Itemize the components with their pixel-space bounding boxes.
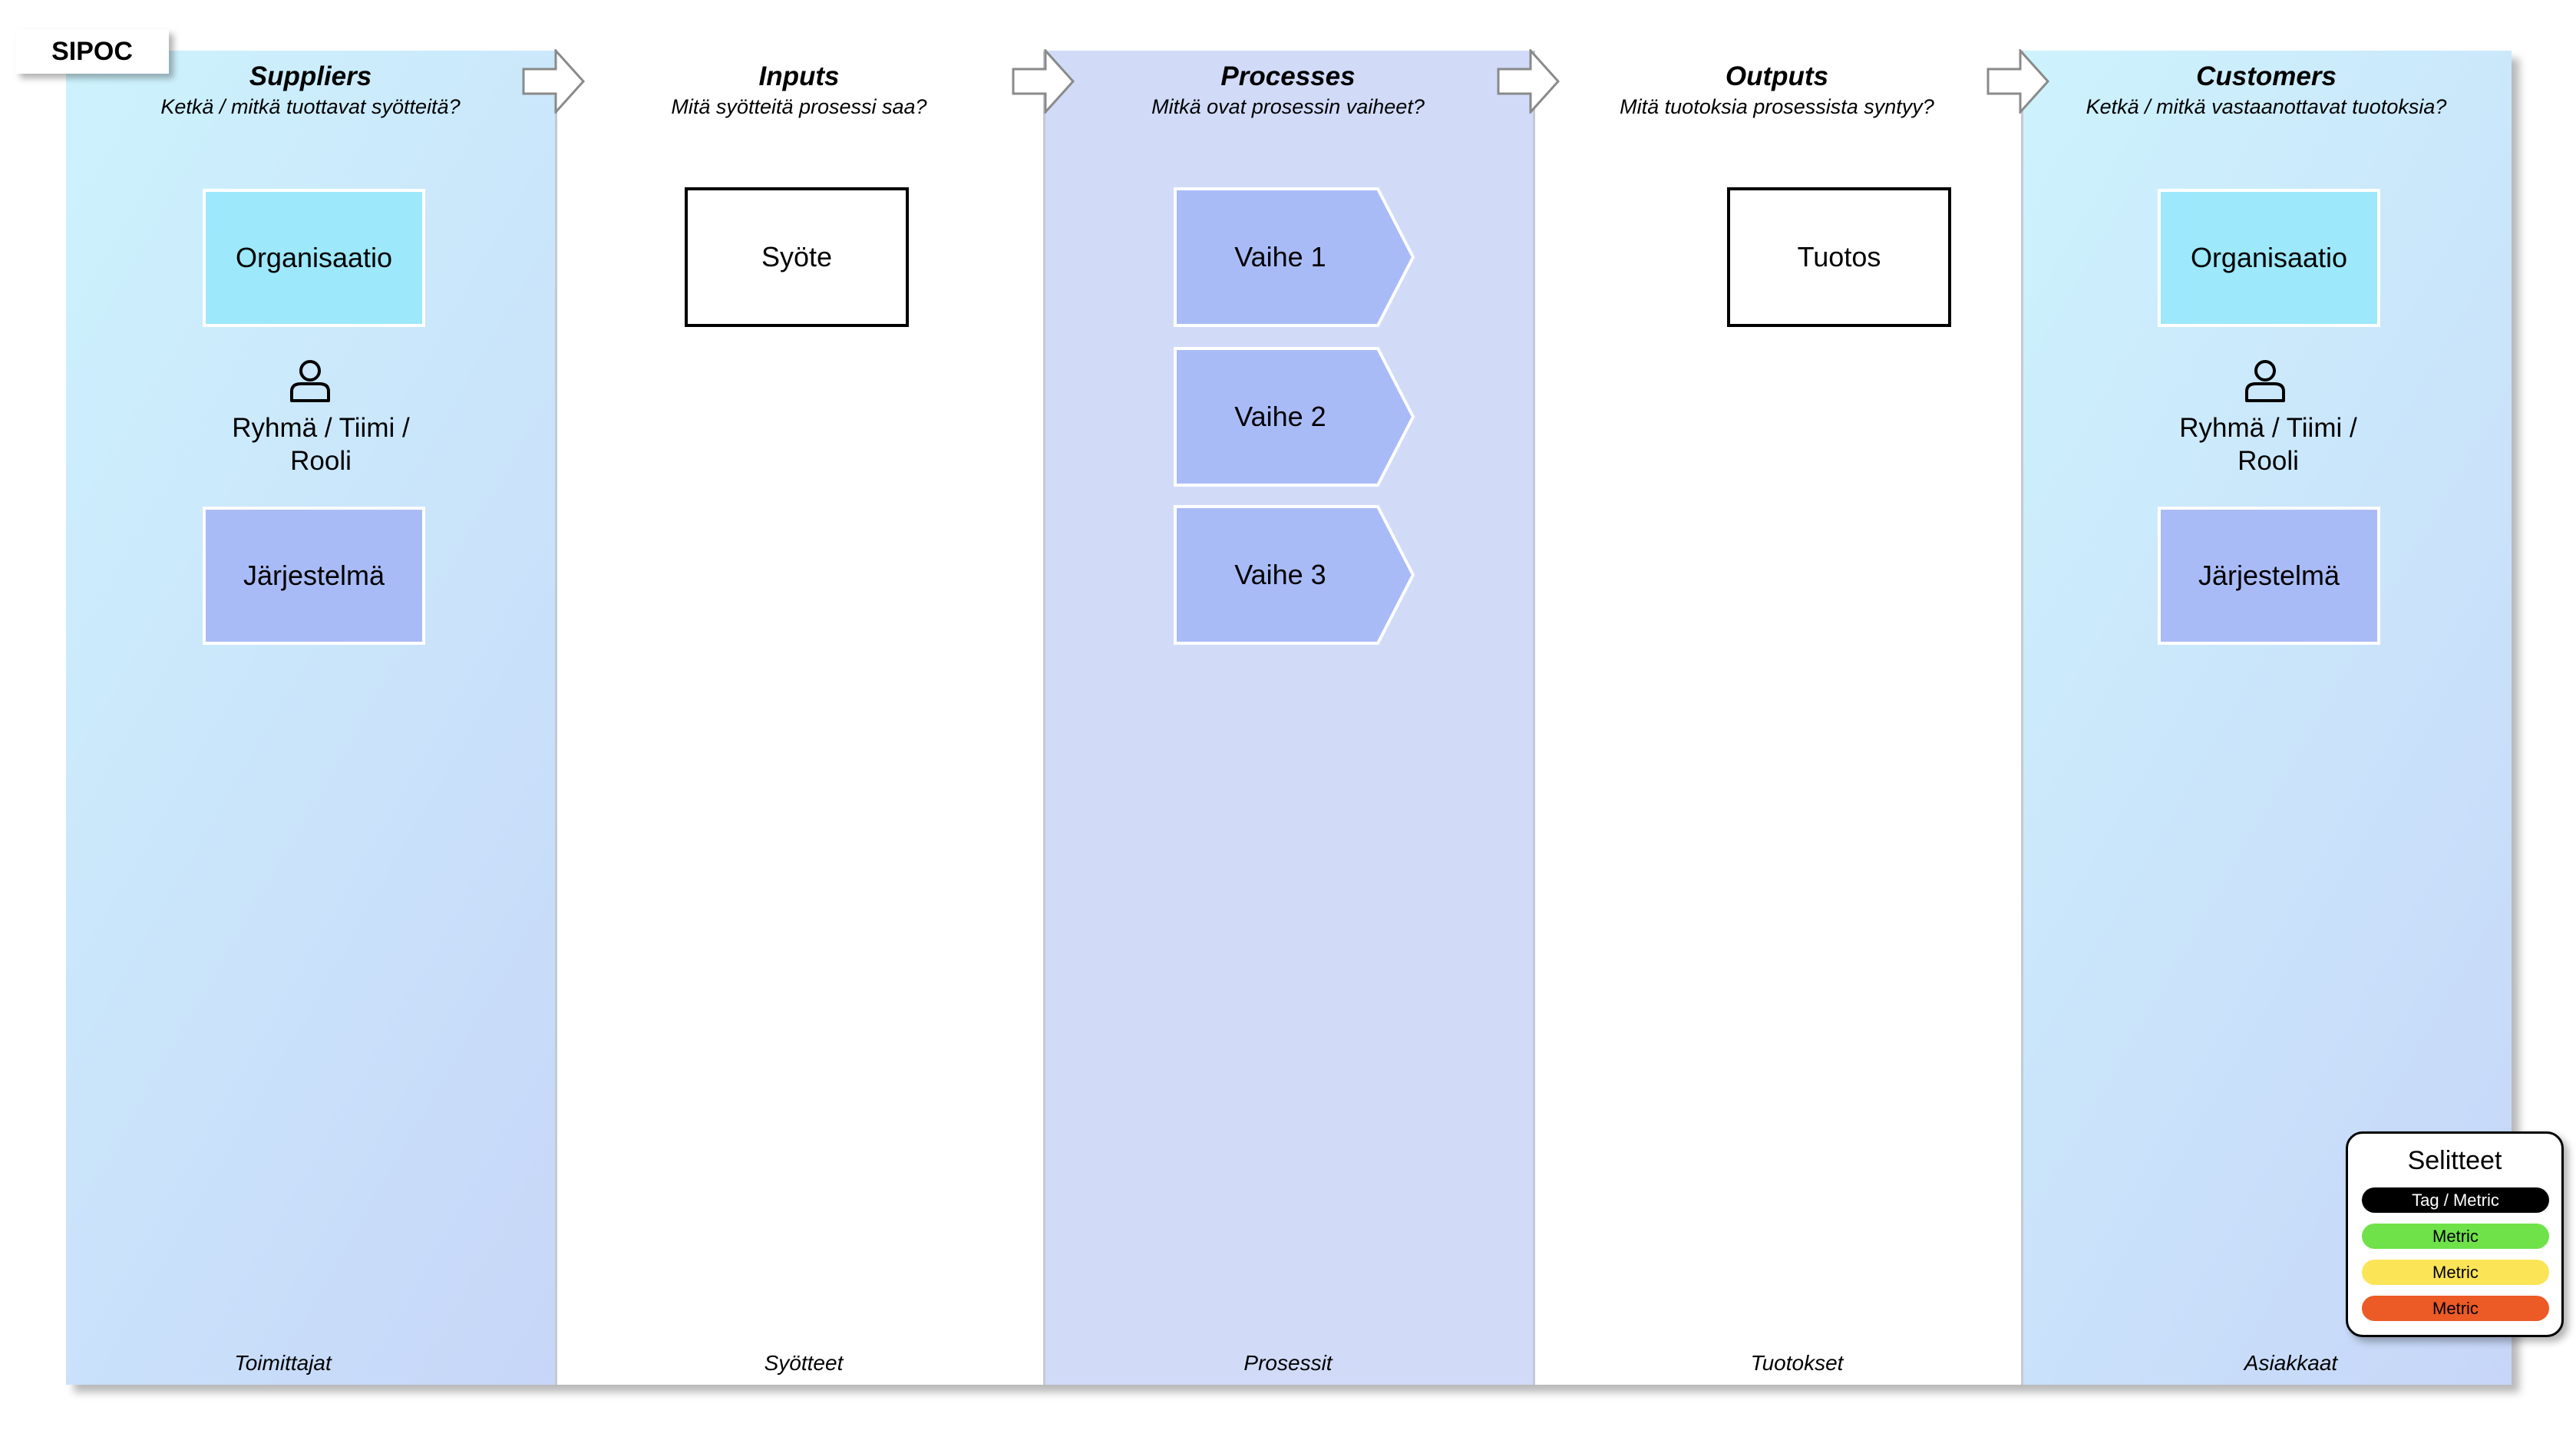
process-step[interactable]: Vaihe 3 [1174, 505, 1416, 645]
process-step-label: Vaihe 1 [1234, 241, 1326, 272]
customer-role-label: Ryhmä / Tiimi / Rooli [2179, 413, 2357, 476]
legend-title: Selitteet [2407, 1146, 2502, 1175]
column-divider [555, 51, 557, 1385]
flow-arrow-icon [1012, 49, 1075, 114]
supplier-organisation-box[interactable]: Organisaatio [203, 189, 425, 327]
inputs-title: Inputs [758, 61, 840, 91]
customer-organisation-box[interactable]: Organisaatio [2158, 189, 2380, 327]
outputs-subtitle: Mitä tuotoksia prosessista syntyy? [1620, 95, 1934, 118]
process-step-label: Vaihe 3 [1234, 559, 1326, 590]
customer-system-box[interactable]: Järjestelmä [2158, 507, 2380, 645]
processes-subtitle: Mitkä ovat prosessin vaiheet? [1151, 95, 1425, 118]
suppliers-title: Suppliers [249, 61, 372, 91]
legend-pill-yellow: Metric [2362, 1260, 2549, 1285]
legend-box: Selitteet Tag / Metric Metric Metric Met… [2346, 1131, 2564, 1337]
step-shape [1174, 187, 1415, 327]
processes-column: Processes Mitkä ovat prosessin vaiheet? … [1043, 51, 1533, 1385]
sipoc-board: Suppliers Ketkä / mitkä tuottavat syötte… [66, 51, 2512, 1385]
outputs-footer: Tuotokset [1750, 1351, 1844, 1375]
flow-arrow-icon [1497, 49, 1560, 114]
suppliers-column: Suppliers Ketkä / mitkä tuottavat syötte… [66, 51, 555, 1385]
input-box[interactable]: Syöte [685, 187, 909, 327]
column-divider [1043, 51, 1045, 1385]
flow-arrow-icon [522, 49, 585, 114]
outputs-title: Outputs [1725, 61, 1829, 91]
supplier-system-box[interactable]: Järjestelmä [203, 507, 425, 645]
process-step[interactable]: Vaihe 1 [1174, 187, 1416, 327]
legend-pill-red: Metric [2362, 1296, 2549, 1321]
flow-arrow-icon [1986, 49, 2049, 114]
inputs-column: Inputs Mitä syötteitä prosessi saa? Syöt… [555, 51, 1043, 1385]
inputs-subtitle: Mitä syötteitä prosessi saa? [671, 95, 927, 118]
outputs-column: Outputs Mitä tuotoksia prosessista synty… [1533, 51, 2021, 1385]
person-icon [290, 360, 330, 402]
customers-title: Customers [2196, 61, 2337, 91]
legend-pill-green: Metric [2362, 1224, 2549, 1249]
legend-pill-tag: Tag / Metric [2362, 1187, 2549, 1213]
column-divider [2021, 51, 2023, 1385]
processes-footer: Prosessit [1243, 1351, 1333, 1375]
suppliers-footer: Toimittajat [234, 1351, 332, 1375]
column-divider [1533, 51, 1535, 1385]
process-step-label: Vaihe 2 [1234, 401, 1326, 432]
customers-footer: Asiakkaat [2244, 1351, 2338, 1375]
customers-subtitle: Ketkä / mitkä vastaanottavat tuotoksia? [2086, 95, 2447, 118]
processes-title: Processes [1220, 61, 1356, 91]
process-step[interactable]: Vaihe 2 [1174, 347, 1416, 487]
sipoc-title-tab: SIPOC [15, 29, 169, 74]
inputs-footer: Syötteet [764, 1351, 844, 1375]
output-box[interactable]: Tuotos [1727, 187, 1951, 327]
suppliers-subtitle: Ketkä / mitkä tuottavat syötteitä? [160, 95, 461, 118]
person-icon [2245, 360, 2285, 402]
step-shape [1174, 505, 1415, 645]
step-shape [1174, 347, 1415, 487]
supplier-role-label: Ryhmä / Tiimi / Rooli [232, 413, 410, 476]
